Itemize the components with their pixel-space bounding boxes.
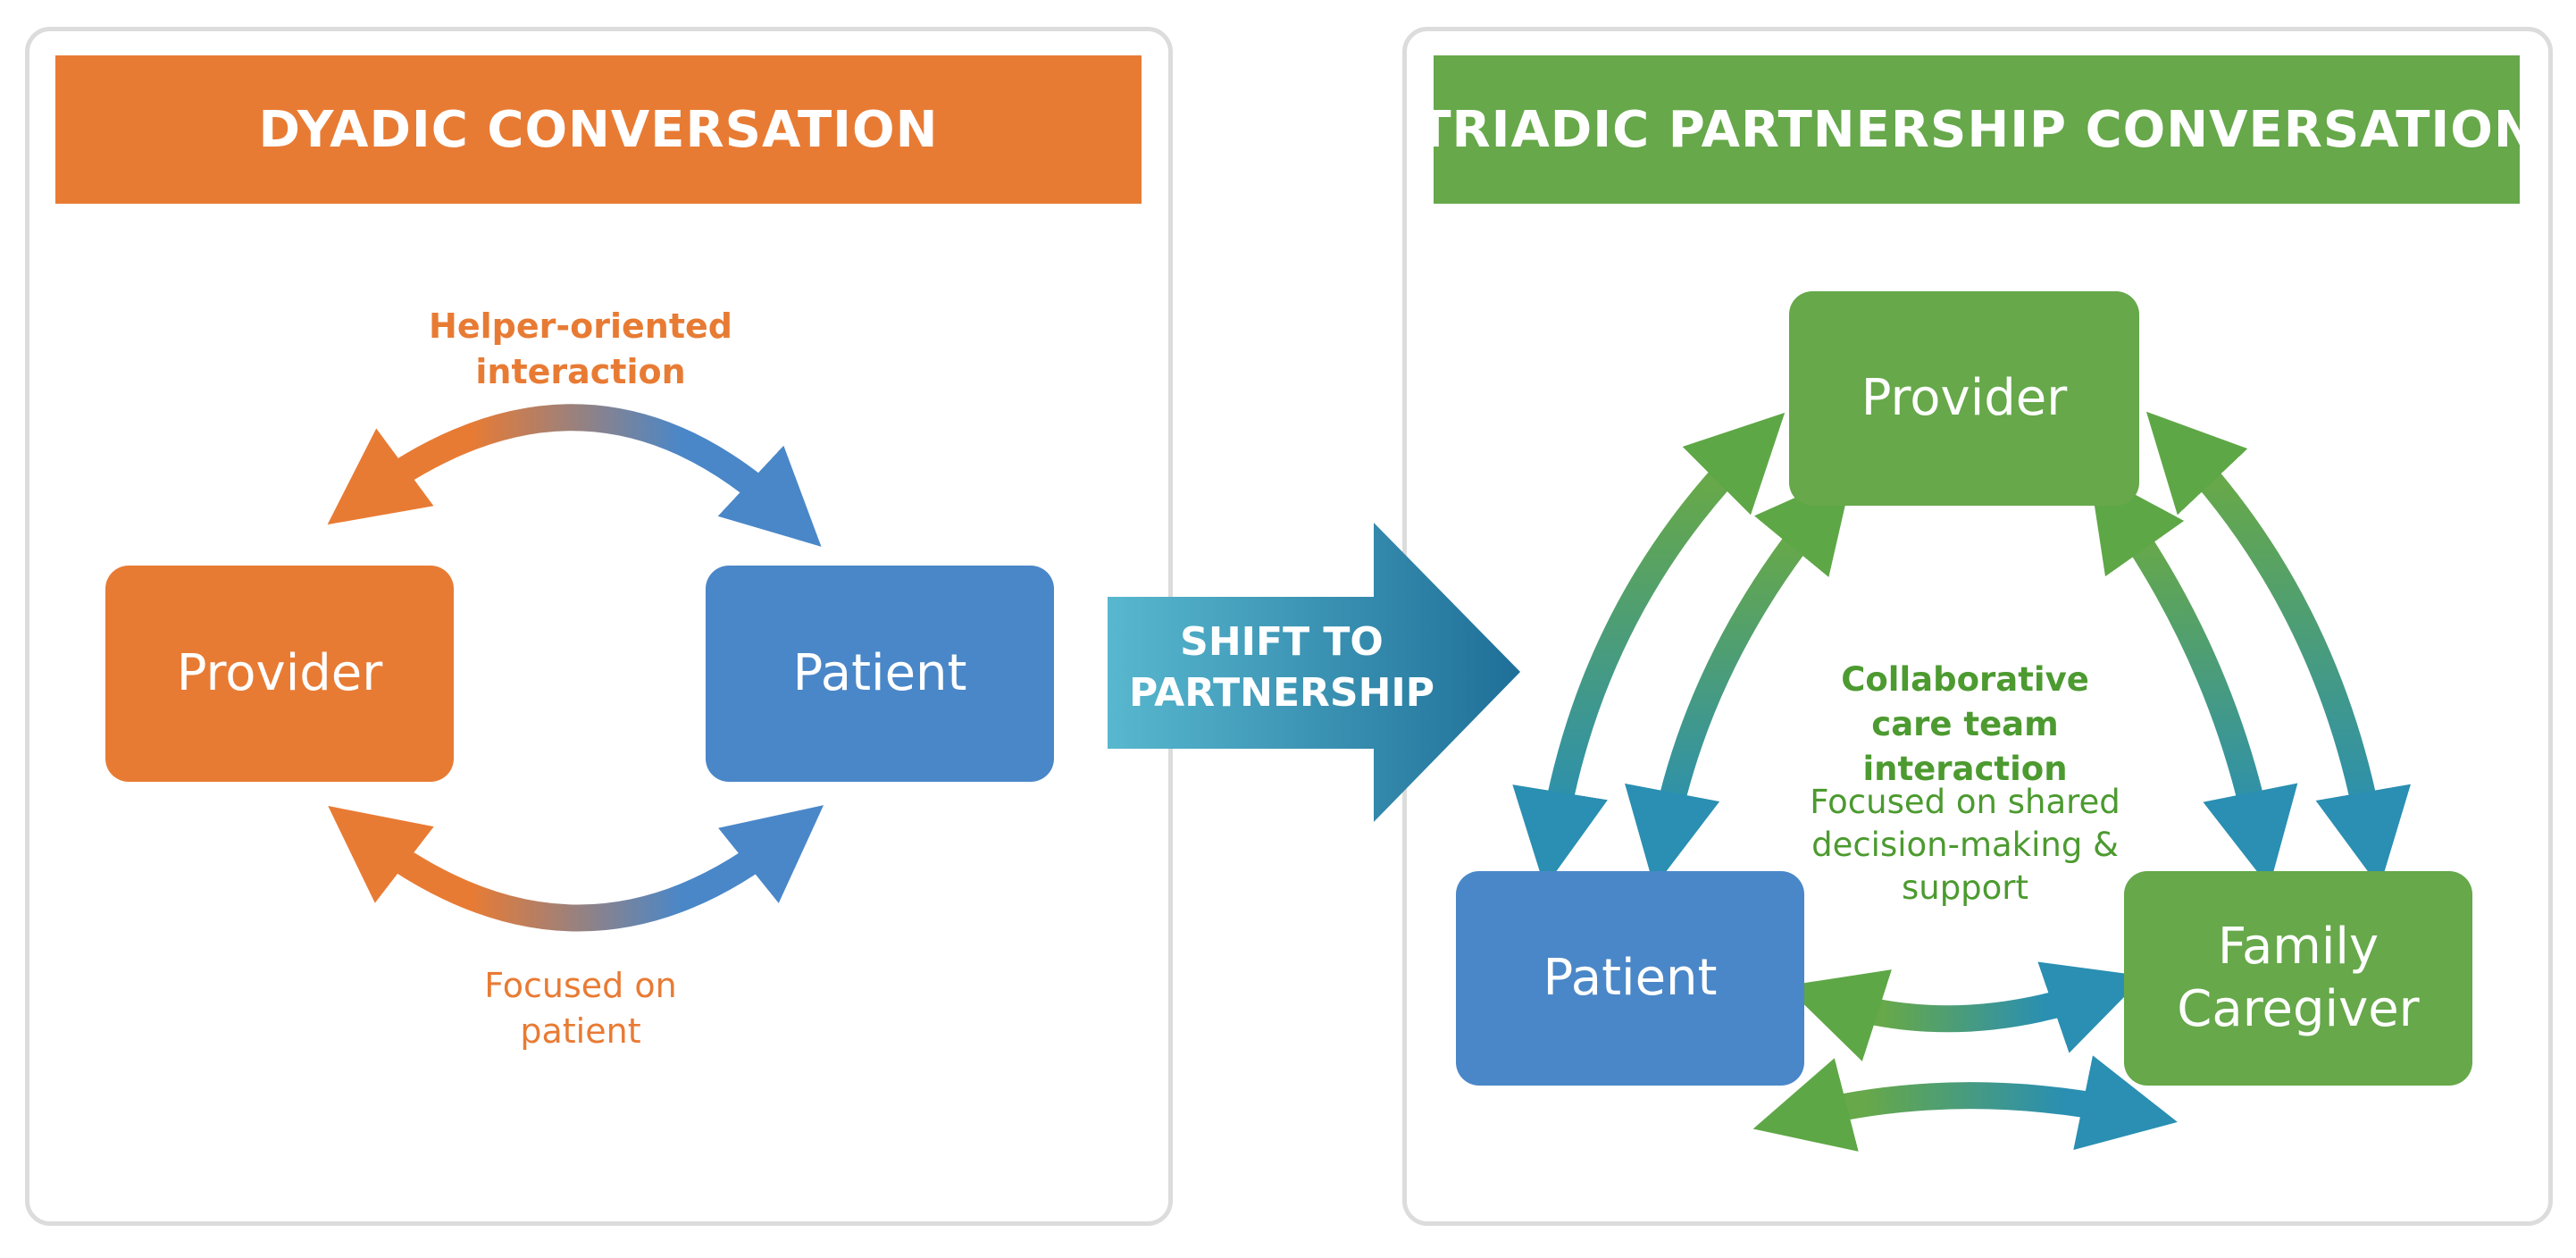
triadic-patient-node: Patient xyxy=(1456,871,1804,1086)
triadic-title: TRIADIC PARTNERSHIP CONVERSATION xyxy=(1417,100,2537,159)
dyadic-top-arrow xyxy=(327,404,822,547)
provider-patient-arrow-inner xyxy=(1625,472,1853,888)
triadic-provider-node: Provider xyxy=(1789,291,2139,506)
shift-arrow xyxy=(1108,523,1520,822)
dyadic-title: DYADIC CONVERSATION xyxy=(258,100,939,159)
dyadic-title-banner: DYADIC CONVERSATION xyxy=(55,55,1142,204)
patient-caregiver-arrow-upper xyxy=(1785,961,2145,1061)
collaborative-care-label: Collaborative care team interaction xyxy=(1841,660,2089,788)
dyadic-bottom-arrow xyxy=(328,805,824,932)
shared-decision-label: Focused on shared decision-making & supp… xyxy=(1810,783,2120,908)
patient-caregiver-arrow-lower xyxy=(1752,1055,2178,1152)
triadic-provider-label: Provider xyxy=(1861,369,2068,427)
focused-on-patient-label: Focused on patient xyxy=(484,966,677,1052)
triadic-family-caregiver-node: Family Caregiver xyxy=(2124,871,2472,1086)
dyadic-patient-node: Patient xyxy=(706,566,1054,782)
dyadic-provider-label: Provider xyxy=(176,644,383,702)
dyadic-provider-node: Provider xyxy=(105,566,454,782)
provider-caregiver-arrow-inner xyxy=(2088,469,2298,887)
triadic-patient-label: Patient xyxy=(1543,949,1718,1007)
triadic-family-caregiver-label: Family Caregiver xyxy=(2177,918,2420,1038)
shift-label: SHIFT TO PARTNERSHIP xyxy=(1128,619,1435,717)
dyadic-patient-label: Patient xyxy=(792,644,967,702)
helper-oriented-label: Helper-oriented interaction xyxy=(429,306,732,392)
triadic-title-banner: TRIADIC PARTNERSHIP CONVERSATION xyxy=(1417,55,2536,204)
